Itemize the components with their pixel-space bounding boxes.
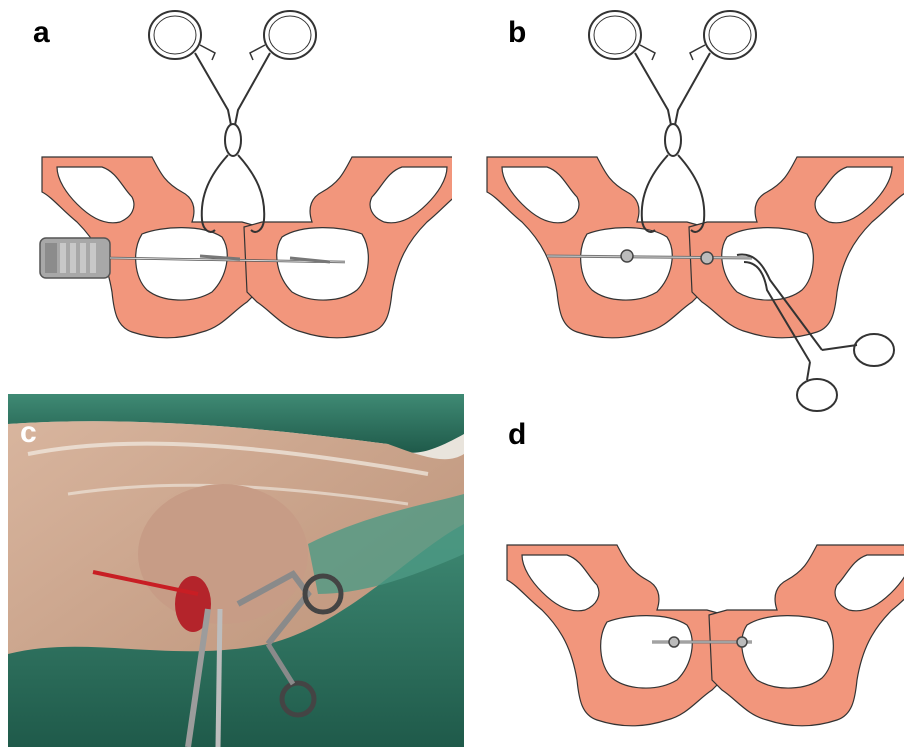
panel-a-illustration	[0, 0, 452, 380]
panel-d-illustration	[452, 420, 904, 747]
panel-label-d: d	[508, 420, 526, 450]
panel-label-a: a	[33, 18, 50, 48]
panel-b-illustration	[452, 0, 904, 420]
panel-a: a	[0, 0, 452, 380]
panel-d: d	[452, 420, 904, 747]
surgical-photo	[8, 394, 464, 747]
panel-c: c	[8, 394, 464, 747]
panel-label-b: b	[508, 18, 526, 48]
panel-b: b	[452, 0, 904, 420]
panel-label-c: c	[20, 418, 37, 448]
